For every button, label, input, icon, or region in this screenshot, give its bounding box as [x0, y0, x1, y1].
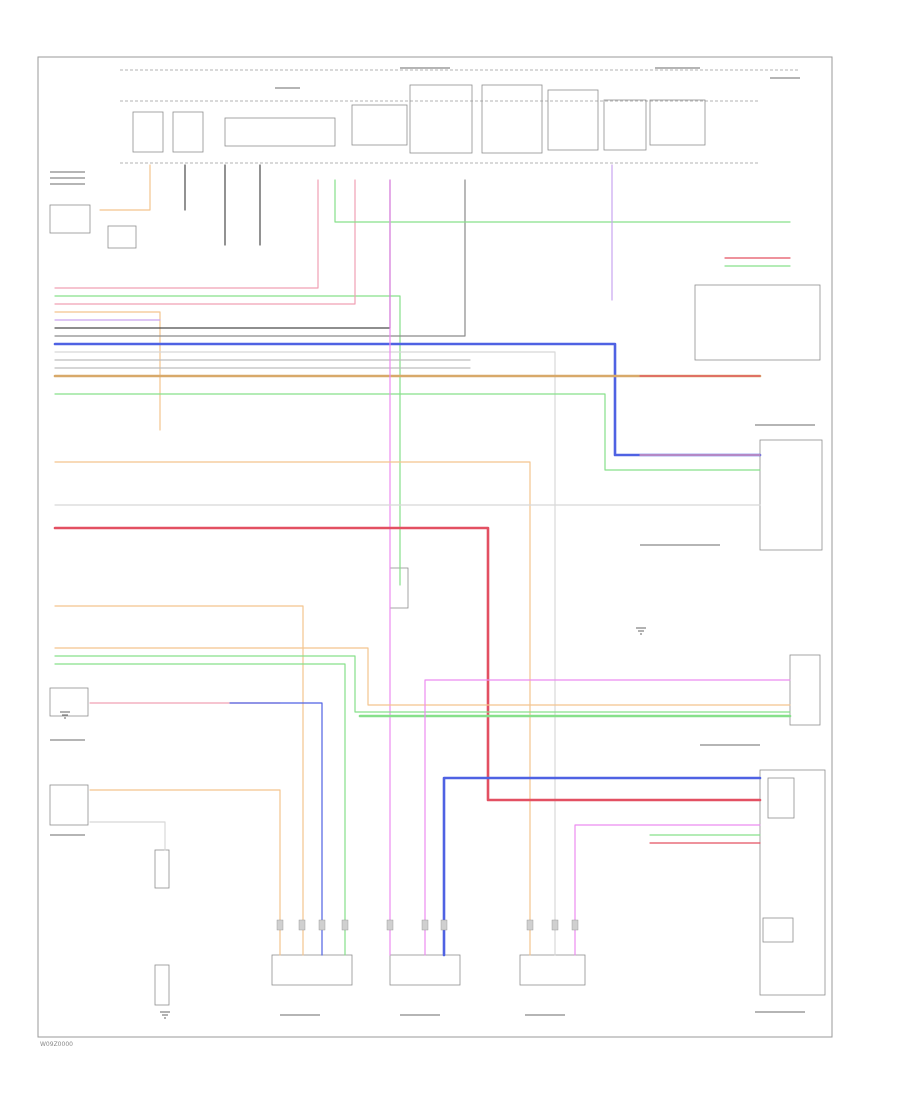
- wire-green-4: [54, 663, 346, 956]
- right-ecu-lower-box: [762, 917, 794, 943]
- wire-pink-1: [54, 179, 319, 289]
- wire-red-main: [53, 526, 762, 802]
- wire-orange-3: [54, 605, 304, 956]
- pin: [386, 919, 394, 931]
- right-ecu-inner-box: [767, 777, 795, 819]
- wire-orange-2: [54, 461, 531, 956]
- right-module-box: [694, 284, 821, 361]
- relay-block-4: [547, 89, 599, 151]
- wire-blue-3: [442, 776, 762, 957]
- left-switch-1: [49, 687, 89, 717]
- fuse-block-2: [172, 111, 204, 153]
- wire-green-1: [54, 295, 401, 586]
- wire-blue-2: [229, 702, 323, 956]
- wire-lightgray-3: [89, 821, 166, 851]
- bottom-connector-3: [519, 954, 586, 986]
- wire-orange-5: [89, 789, 281, 956]
- fuse-block-3: [224, 117, 336, 147]
- left-sensor-2: [154, 964, 170, 1006]
- wire-magenta-lower: [574, 824, 761, 956]
- pin: [421, 919, 429, 931]
- relay-block-1: [351, 104, 408, 146]
- ground-icon: [636, 627, 646, 635]
- left-connector-top: [49, 204, 91, 234]
- diagram-frame: [37, 56, 833, 1038]
- ground-icon: [160, 1011, 170, 1019]
- right-ecu-box: [759, 769, 826, 996]
- relay-block-5: [649, 99, 706, 146]
- pin: [341, 919, 349, 931]
- middle-sensor: [389, 567, 409, 609]
- wire-orange-1: [54, 311, 161, 431]
- bottom-connector-pins: [276, 919, 579, 931]
- bottom-connector-2: [389, 954, 461, 986]
- wire-blue-1: [53, 342, 762, 457]
- pin: [440, 919, 448, 931]
- wire-green-top: [334, 179, 791, 223]
- illegible-label-blocks: [50, 67, 815, 1016]
- pin: [298, 919, 306, 931]
- left-harness: [53, 179, 762, 956]
- wire-orange-top: [99, 164, 151, 211]
- right-connector-mid: [789, 654, 821, 726]
- pin: [571, 919, 579, 931]
- pin: [551, 919, 559, 931]
- pin: [318, 919, 326, 931]
- wire-pink-2: [54, 179, 356, 305]
- wire-magenta-right: [424, 679, 791, 956]
- pin: [276, 919, 284, 931]
- fuse-block-4: [603, 99, 647, 151]
- ground-symbols: [60, 627, 646, 1019]
- wire-green-3: [54, 655, 791, 713]
- left-sensor-1: [154, 849, 170, 889]
- diagram-id-label: W09Z0000: [40, 1041, 73, 1048]
- left-sensor-box: [107, 225, 137, 249]
- ground-icon: [60, 711, 70, 719]
- right-switch-box: [759, 439, 823, 551]
- fuse-block-1: [132, 111, 164, 153]
- relay-block-3: [481, 84, 543, 154]
- relay-block-2: [409, 84, 473, 154]
- wire-lightgray-1: [54, 351, 556, 956]
- wire-dark-2: [54, 179, 466, 337]
- wire-dark-1: [54, 179, 391, 329]
- bottom-connector-1: [271, 954, 353, 986]
- left-switch-2: [49, 784, 89, 826]
- wire-green-2: [54, 393, 761, 471]
- wire-orange-4: [54, 647, 791, 706]
- pin: [526, 919, 534, 931]
